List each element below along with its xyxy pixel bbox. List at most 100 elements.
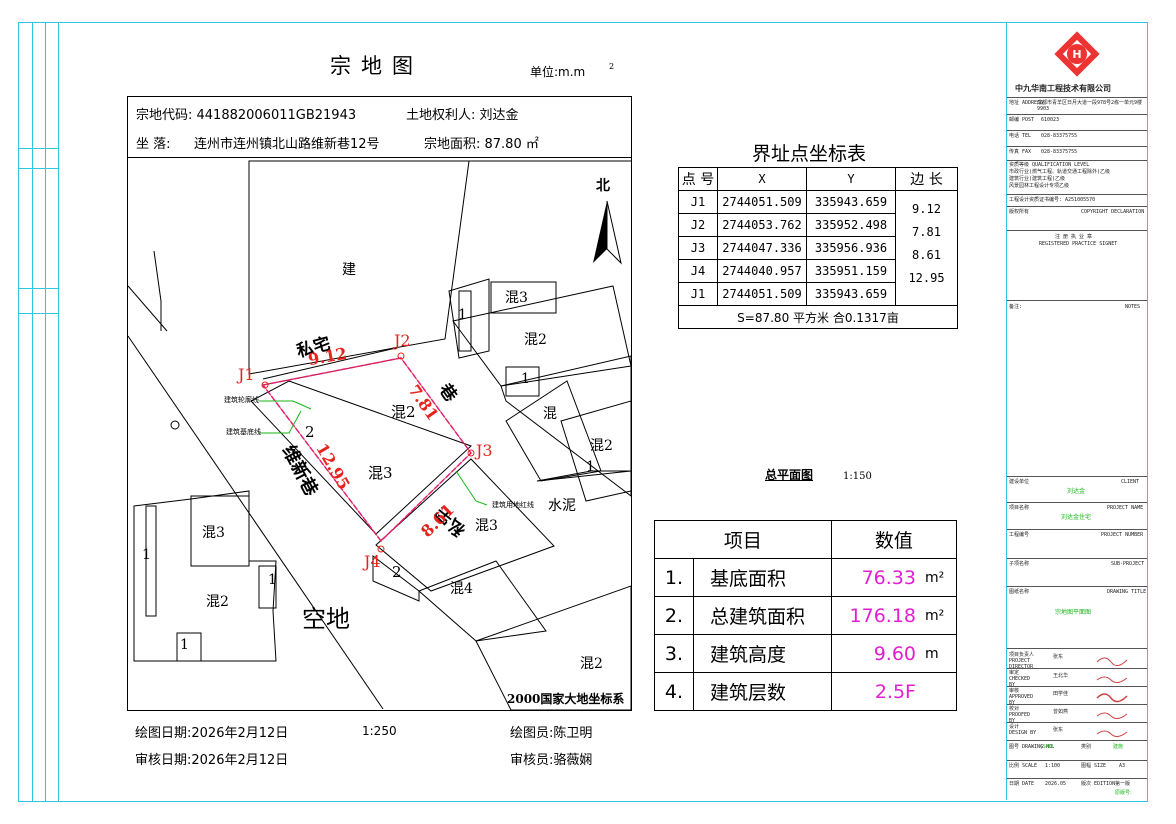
coord-len: 9.12 [912,201,941,216]
scale-label: 比例 SCALE [1009,763,1038,769]
project-name: 刘达金住宅 [1061,514,1092,521]
tel-label: 电话 TEL [1009,133,1032,139]
binding-strip [18,22,59,802]
drawing-title-en: DRAWING TITLE [1107,589,1147,595]
coord-pt: J4 [678,259,718,283]
coord-len-cell: 8.61 [895,248,958,283]
scale-value: 1:100 [1045,763,1061,769]
label-one-a: 1 [142,547,151,563]
sub-en: SUB-PROJECT [1111,561,1145,567]
footer-note: 原版号: [1115,790,1132,796]
label-hun2-b: 混2 [590,438,613,454]
title-block: H 中九华南工程技术有限公司 地址 ADDRESS 成都市青羊区日月大道一段97… [1006,22,1147,800]
reg-seal: 注 册 执 业 章 [1055,234,1093,240]
qual-1: 市政行业(燃气工程、轨道交通工程除外)乙级 [1009,169,1111,175]
stats-unit: m² [924,596,957,635]
label-one-e: 1 [586,459,595,475]
drawing-title: 宗地图平面图 [1055,609,1092,616]
map-title: 宗地图 [330,54,423,78]
project-no-en: PROJECT NUMBER [1101,532,1144,538]
stats-unit: m² [924,558,957,597]
role-name-3: 田学佳 [1053,691,1069,697]
edition-label: 版次 EDITION [1081,781,1116,787]
role-name-2: 王北华 [1053,673,1069,679]
coord-table-title: 界址点坐标表 [752,143,867,165]
stats-value: 9.60 [830,634,924,673]
coord-len-cell: 12.95 [895,271,958,306]
stats-table: 项目 数值 1. 基底面积 76.33 m² 2. 总建筑面积 176.18 m… [654,520,958,711]
map-frame: 宗地代码: 441882006011GB21943 土地权利人: 刘达金 坐 落… [127,96,632,711]
label-j1: J1 [238,365,255,384]
stats-header-value: 数值 [830,520,958,559]
label-hun2-left: 混2 [206,594,229,610]
cert-no: 工程设计资质证书编号: A251005570 [1009,197,1096,203]
draw-date: 绘图日期:2026年2月12日 [135,726,289,741]
address-label: 地址 ADDRESS [1009,100,1044,106]
qual-2: 建筑行业(建筑工程)乙级 [1009,176,1066,182]
label-building-base: 建筑基底线 [226,428,261,436]
stats-no: 2. [654,596,694,635]
label-building-outline: 建筑轮廓线 [224,396,259,404]
notes-label: 备注: [1009,304,1023,310]
role-label-5: 设计 DESIGN BY [1009,724,1037,736]
label-j2: J2 [394,331,411,350]
coord-header-len: 边 长 [895,167,958,191]
client-en: CLIENT [1121,479,1140,485]
location-label: 坐 落: [136,137,171,152]
category-label: 类别 [1081,744,1092,750]
label-hun3-lower: 混3 [475,518,498,534]
label-hun: 混 [543,406,557,422]
notes-en: NOTES [1125,304,1141,310]
stats-header-item: 项目 [654,520,832,559]
fax: 028-83375755 [1041,149,1078,155]
stats-item: 建筑层数 [693,672,832,711]
location: 连州市连州镇北山路维新巷12号 [194,137,380,152]
north-arrow [593,200,622,265]
sub-label: 子项名称 [1009,561,1030,567]
parcel-area: 宗地面积: 87.80 ㎡ [424,137,539,152]
coord-x: 2744051.509 [717,282,807,306]
project-no-label: 工程编号 [1009,532,1030,538]
label-empty-land: 空地 [302,605,350,633]
coord-len: 12.95 [908,270,945,285]
drawing-title-label: 图纸名称 [1009,589,1030,595]
qual-3: 风景园林工程设计专项乙级 [1009,183,1070,189]
label-j3: J3 [476,441,493,460]
parcel-code: 宗地代码: 441882006011GB21943 [136,108,357,123]
land-owner: 土地权利人: 刘达金 [406,108,519,123]
size-label: 图幅 SIZE [1081,763,1107,769]
building-top [248,160,470,375]
coord-total: S=87.80 平方米 合0.1317亩 [678,305,958,329]
role-label-4: 校对 PROOFED BY [1009,706,1031,724]
drawing-no: JS-01 [1041,744,1054,750]
reg-seal-en: REGISTERED PRACTICE SIGNET [1039,241,1118,247]
coord-y: 335951.159 [806,259,896,283]
stats-value: 76.33 [830,558,924,597]
role-name-5: 张东 [1053,727,1064,733]
sheet-frame [58,22,1148,802]
tel: 028-83375755 [1041,133,1078,139]
coord-len-blank [895,190,958,214]
date-value: 2026.05 [1045,781,1067,787]
label-building: 建 [342,262,356,278]
drawing-no-label: 图号 DRAWING NO. [1009,744,1056,750]
coord-y: 335956.936 [806,236,896,260]
label-building-redline: 建筑用地红线 [492,501,534,509]
category: 建施 [1113,744,1124,750]
stats-item: 基底面积 [693,558,832,597]
company-name: 中九华南工程技术有限公司 [1015,84,1111,93]
label-j4: J4 [364,552,381,571]
post: 610023 [1041,117,1060,123]
role-name-4: 曾如燕 [1053,709,1069,715]
coord-x: 2744040.957 [717,259,807,283]
label-hun3-top: 混3 [505,290,528,306]
reviewer: 审核员:骆薇娴 [510,753,593,768]
label-hun2-bottom: 混2 [580,656,603,672]
label-one-d: 1 [458,307,467,323]
coord-len-cell: 7.81 [895,225,958,260]
copyright-en: COPYRIGHT DECLARATION [1081,209,1145,215]
stats-value: 2.5F [830,672,924,711]
copyright-label: 版权所有 [1009,209,1030,215]
size-value: A3 [1119,763,1126,769]
coord-table: 点 号 X Y 边 长 J1 2744051.509 335943.659 J2… [678,167,958,329]
